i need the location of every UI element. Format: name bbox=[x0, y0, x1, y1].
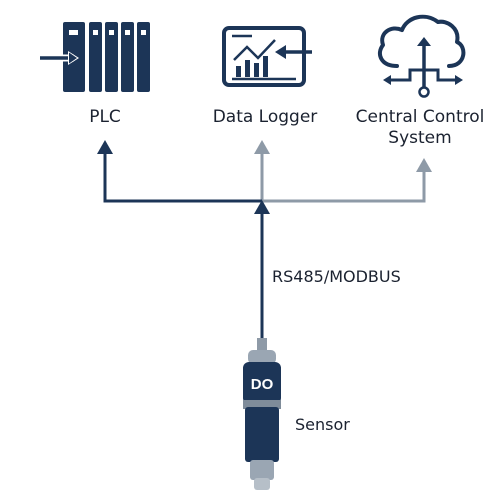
plc-label: PLC bbox=[89, 107, 121, 127]
data-logger-label: Data Logger bbox=[212, 107, 318, 127]
arrowhead-data-logger bbox=[254, 140, 270, 154]
central-control-label-line2: System bbox=[388, 128, 452, 148]
arrowhead-trunk bbox=[254, 200, 270, 214]
central-control-label-line1: Central Control bbox=[355, 107, 485, 127]
connection-network bbox=[97, 140, 432, 340]
monitor-chart-icon bbox=[222, 26, 312, 87]
protocol-label: RS485/MODBUS bbox=[272, 267, 401, 286]
plc-rack-icon bbox=[40, 22, 150, 92]
cloud-network-icon bbox=[377, 14, 466, 98]
do-probe-icon bbox=[243, 338, 281, 490]
arrowhead-central-control bbox=[416, 158, 432, 172]
link-to-plc bbox=[103, 152, 262, 203]
link-to-central-control bbox=[262, 170, 426, 203]
arrowhead-plc bbox=[97, 140, 113, 154]
central-control-label: Central Control System bbox=[350, 107, 490, 149]
sensor-badge: DO bbox=[251, 376, 274, 393]
sensor-label: Sensor bbox=[295, 415, 350, 434]
